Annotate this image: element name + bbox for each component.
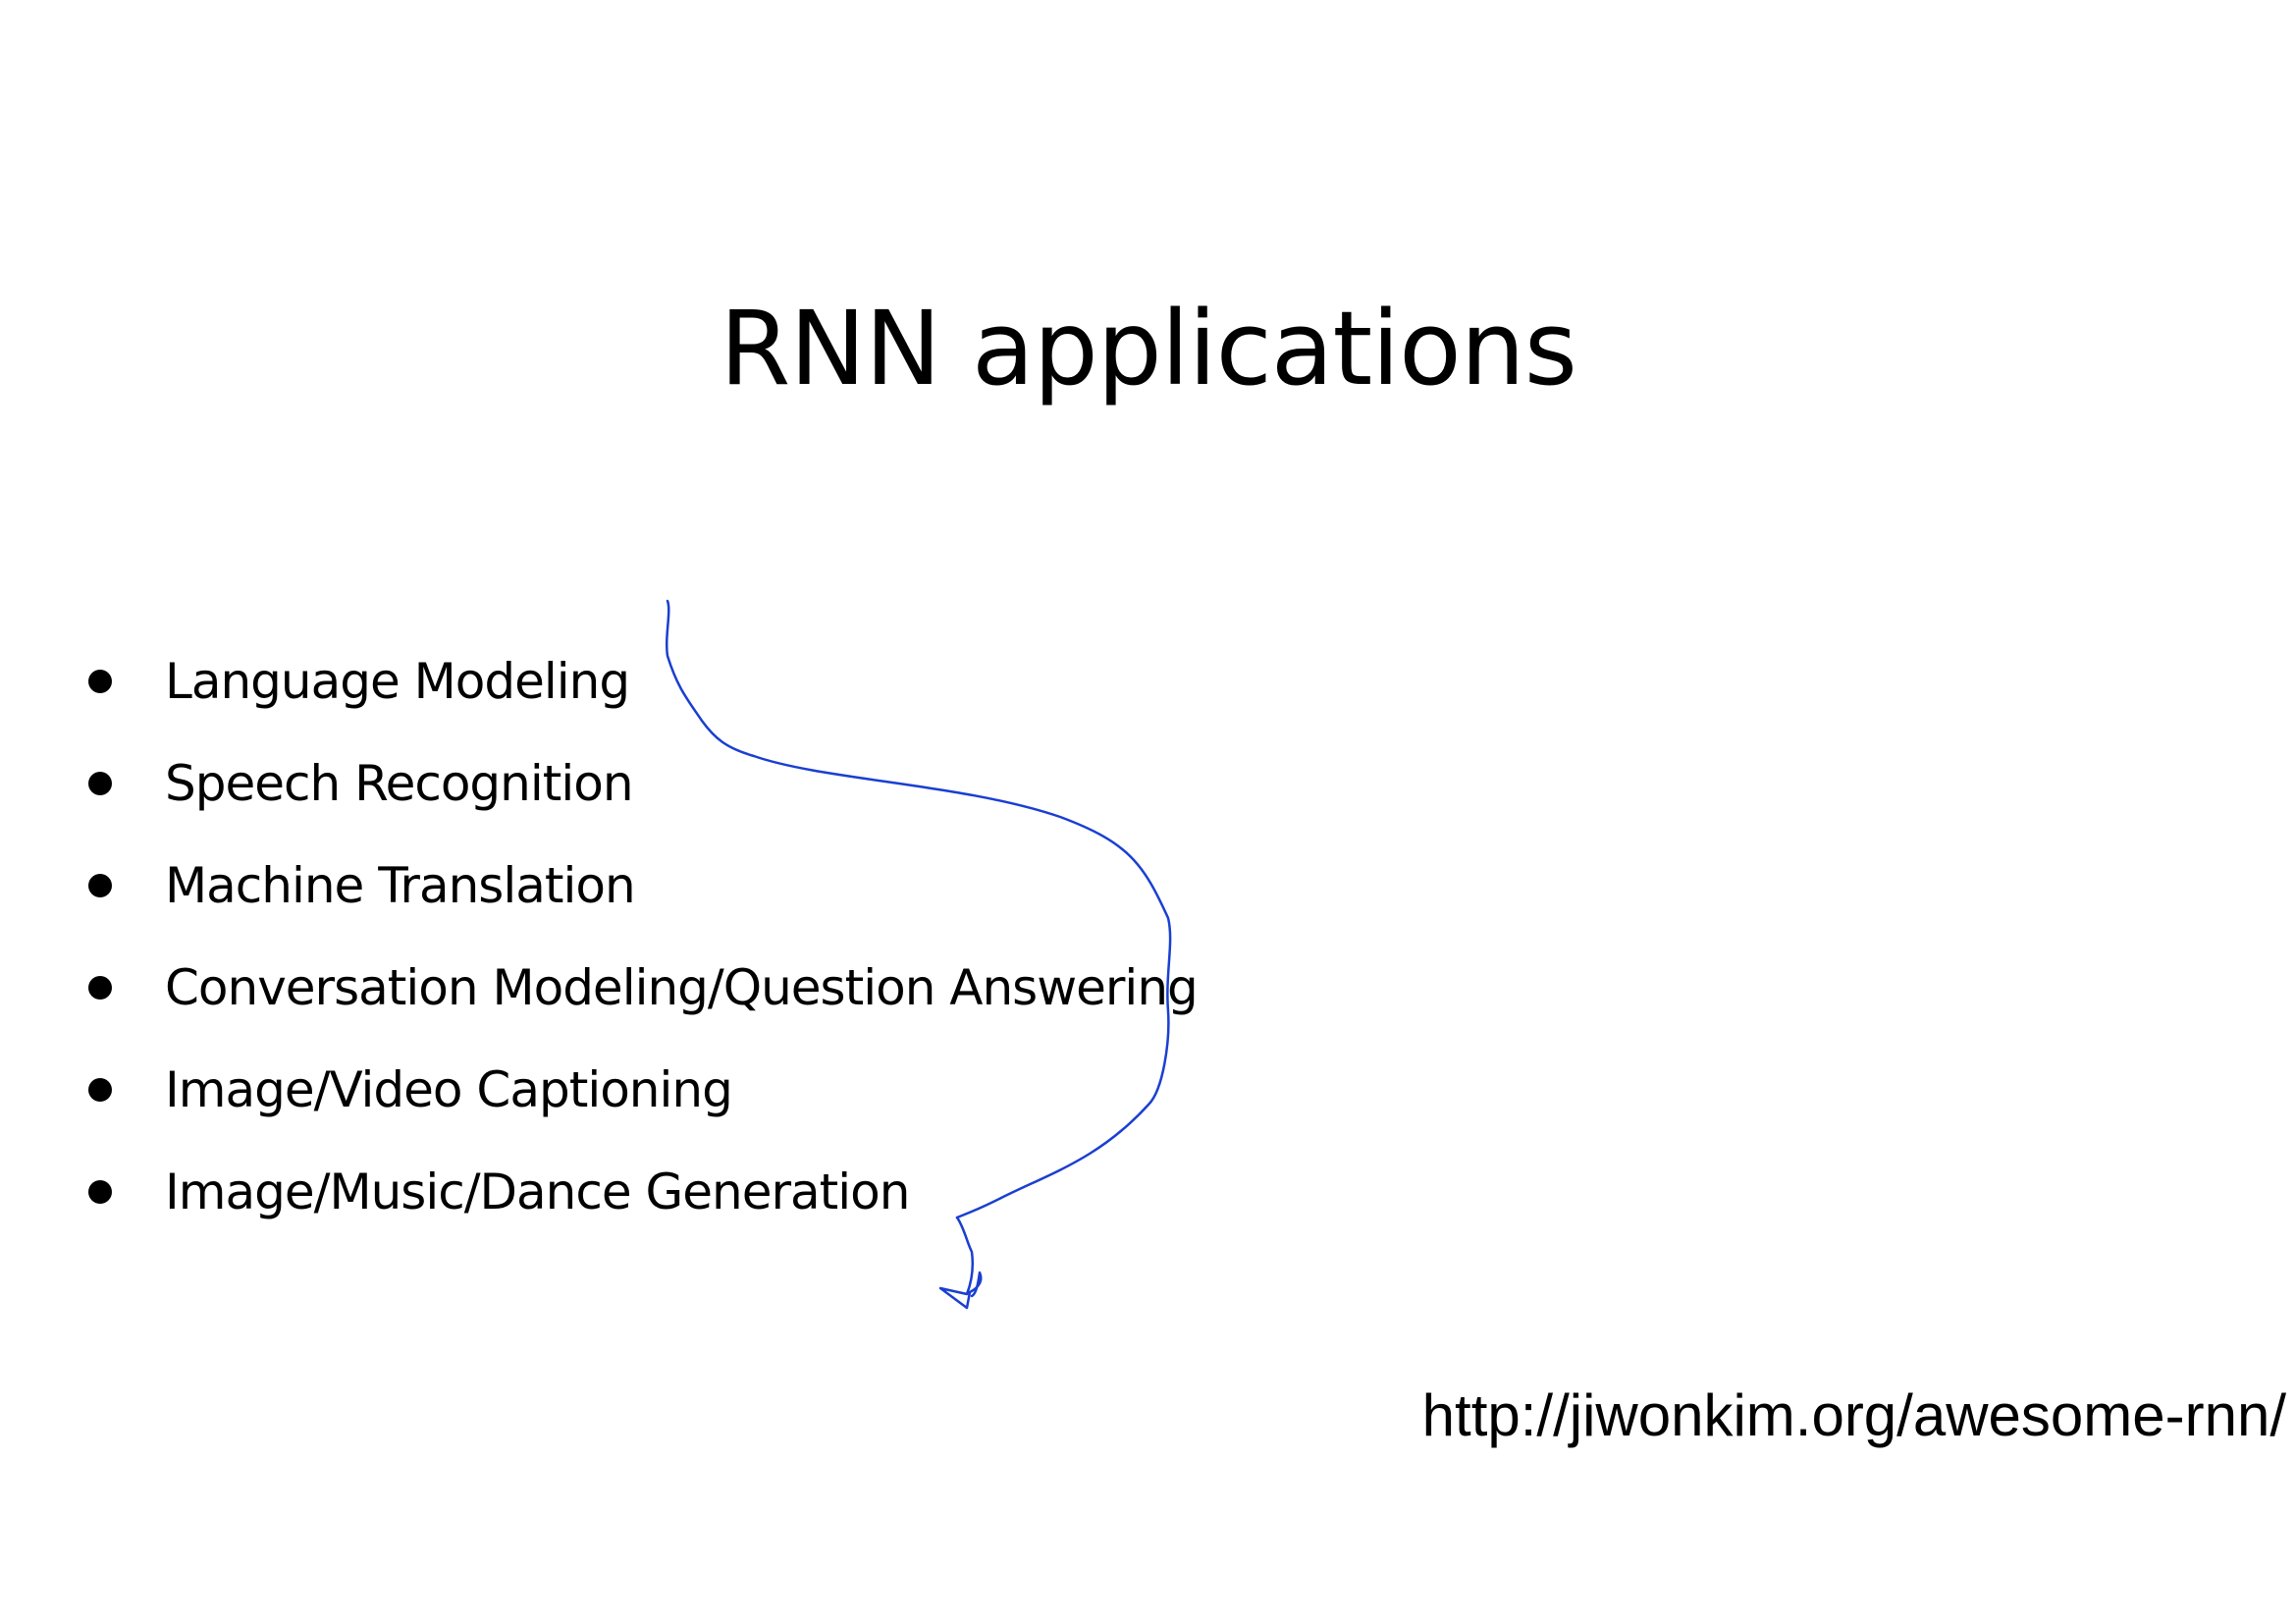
source-url: http://jiwonkim.org/awesome-rnn/ <box>1421 1382 2286 1448</box>
bullet-text: Speech Recognition <box>165 755 634 812</box>
bullet-text: Machine Translation <box>165 857 636 914</box>
slide-title: RNN applications <box>720 289 1577 408</box>
list-item: Image/Music/Dance Generation <box>88 1141 1198 1243</box>
list-item: Speech Recognition <box>88 732 1198 835</box>
bullet-text: Image/Video Captioning <box>165 1061 733 1118</box>
bullet-text: Language Modeling <box>165 653 630 710</box>
bullet-list: Language Modeling Speech Recognition Mac… <box>88 630 1199 1243</box>
bullet-text: Image/Music/Dance Generation <box>165 1164 910 1220</box>
list-item: Conversation Modeling/Question Answering <box>88 937 1199 1039</box>
bullet-dot-icon <box>88 976 112 1000</box>
list-item: Machine Translation <box>88 835 1198 937</box>
bullet-dot-icon <box>88 1180 112 1204</box>
bullet-dot-icon <box>88 772 112 795</box>
list-item: Language Modeling <box>88 630 1198 732</box>
bullet-text: Conversation Modeling/Question Answering <box>165 959 1199 1016</box>
bullet-dot-icon <box>88 1078 112 1102</box>
list-item: Image/Video Captioning <box>88 1039 1198 1141</box>
bullet-dot-icon <box>88 670 112 693</box>
bullet-dot-icon <box>88 874 112 897</box>
